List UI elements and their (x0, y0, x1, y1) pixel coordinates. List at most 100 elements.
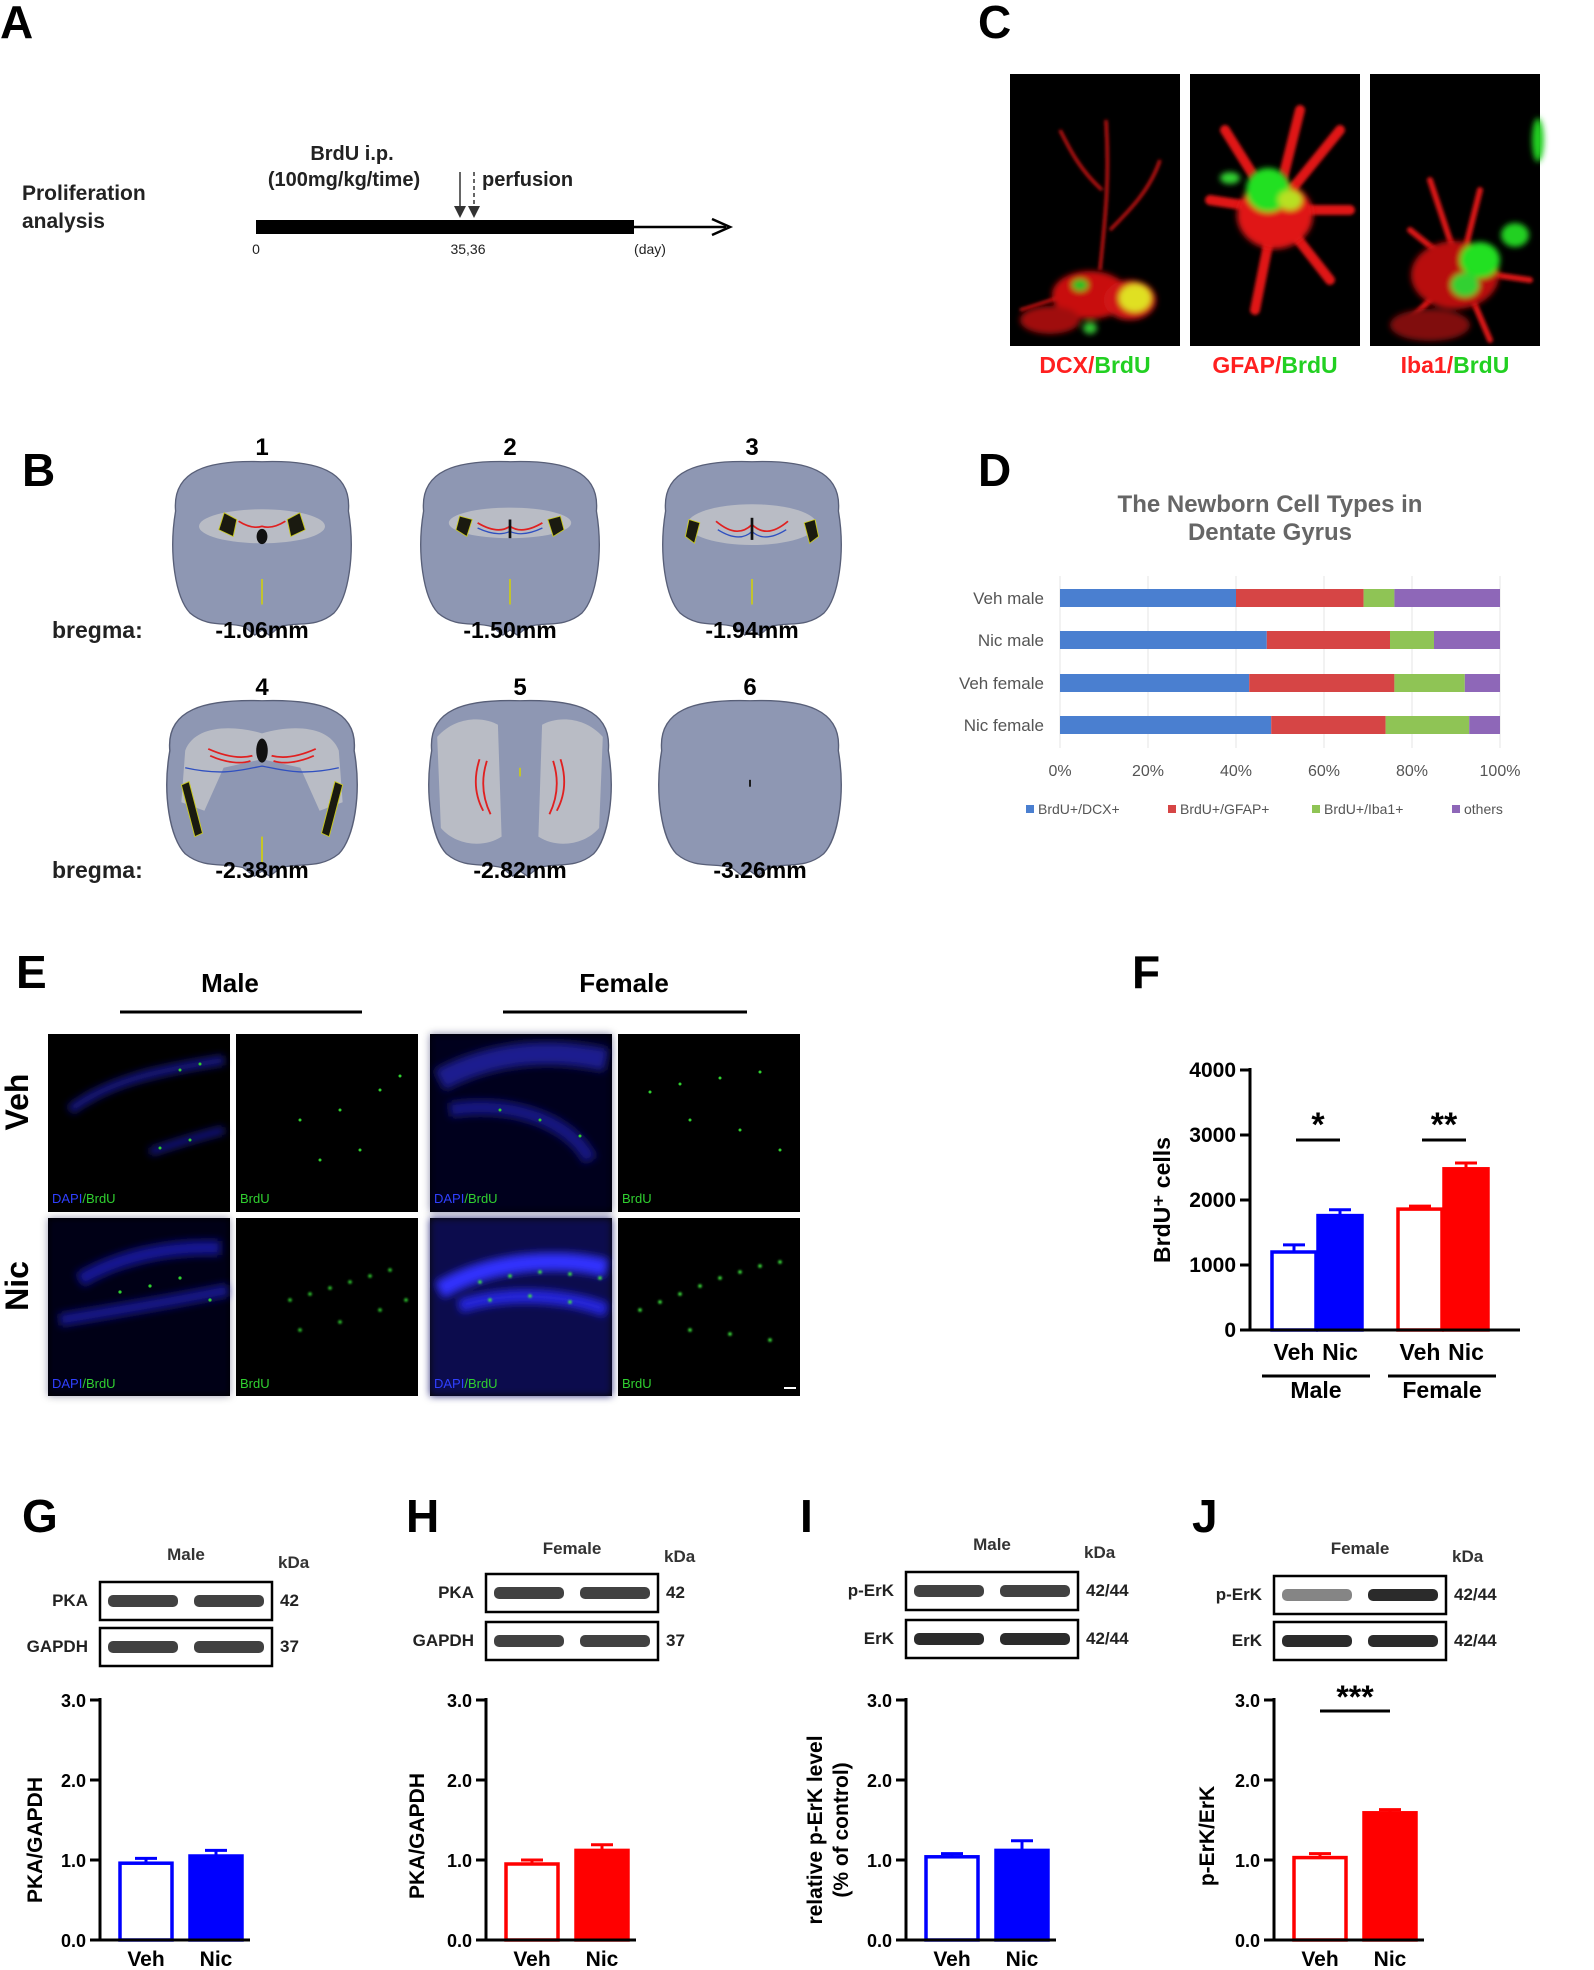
y-tick-label: 3.0 (61, 1691, 86, 1711)
bar-segment (1060, 674, 1250, 692)
blot-band (108, 1595, 178, 1607)
blot-title: Male (167, 1545, 205, 1564)
group-label-male: Male (201, 968, 259, 998)
perfusion-label: perfusion (482, 169, 573, 191)
image-tag: BrdU (622, 1376, 652, 1391)
tick-label: 0% (1048, 763, 1071, 780)
panel-c-confocal: DCX/BrdU GFAP/BrdU Iba1/BrdU (1010, 74, 1544, 378)
brain-section-1: 1 -1.06mm (172, 434, 352, 643)
blot-band (914, 1633, 984, 1645)
kda-value: 42 (666, 1583, 685, 1602)
bregma-label-bottom: bregma: (52, 857, 143, 883)
confocal-image-gfap (1190, 74, 1360, 346)
blot-band (1368, 1589, 1438, 1601)
confocal-image-dcx (1010, 74, 1180, 346)
y-tick-label: 0.0 (61, 1931, 86, 1951)
injection-label-2: (100mg/kg/time) (268, 169, 420, 191)
y-tick-label: 2.0 (1235, 1771, 1260, 1791)
section-number-1: 1 (255, 434, 268, 461)
row-label-veh: Veh (0, 1074, 35, 1131)
bar-segment (1385, 716, 1470, 734)
category-label: Nic male (978, 631, 1044, 650)
bregma-value-1: -1.06mm (215, 617, 308, 643)
kda-value: 37 (280, 1637, 299, 1656)
group-label: Male (1290, 1377, 1341, 1403)
y-tick-label: 2000 (1189, 1189, 1236, 1212)
blot-band (494, 1587, 564, 1599)
section-number-6: 6 (743, 674, 756, 701)
perfusion-arrowhead (468, 206, 480, 218)
category-label: Veh male (973, 589, 1044, 608)
y-tick-label: 0 (1224, 1319, 1236, 1342)
y-axis-label: PKA/GAPDH (24, 1777, 47, 1903)
micrograph-female-nic-brdu: BrdU (618, 1218, 800, 1396)
bar (1316, 1213, 1364, 1332)
x-tick-label: Veh (933, 1948, 970, 1970)
kda-value: 42/44 (1454, 1631, 1497, 1650)
blot-band (1282, 1635, 1352, 1647)
label-brdu: BrdU (1094, 352, 1150, 378)
y-axis-label: p-ErK/ErK (1196, 1786, 1219, 1886)
x-tick-label: Nic (1322, 1339, 1358, 1365)
tick-label: 20% (1132, 763, 1164, 780)
kda-value: 42/44 (1086, 1629, 1129, 1648)
bar-segment (1363, 589, 1395, 607)
y-tick-label: 3.0 (447, 1691, 472, 1711)
bar (924, 1855, 980, 1942)
timeline-arrow-icon (711, 217, 734, 237)
y-tick-label: 1.0 (867, 1851, 892, 1871)
kda-header: kDa (1452, 1547, 1484, 1566)
blot-band (108, 1641, 178, 1653)
bregma-value-5: -2.82mm (473, 857, 566, 883)
image-tag: DAPI/BrdU (434, 1191, 498, 1206)
legend-swatch (1452, 805, 1460, 813)
y-axis-label: relative p-ErK level (804, 1735, 827, 1924)
legend-swatch (1168, 805, 1176, 813)
kda-value: 42 (280, 1591, 299, 1610)
bar (1292, 1855, 1348, 1942)
bar (574, 1848, 630, 1942)
section-number-5: 5 (513, 674, 526, 701)
chart-title: Dentate Gyrus (1188, 519, 1352, 546)
blot-band (1368, 1635, 1438, 1647)
kda-header: kDa (278, 1553, 310, 1572)
blot-band (494, 1635, 564, 1647)
brain-section-4: 4 -2.38mm (166, 674, 358, 883)
y-tick-label: 4000 (1189, 1059, 1236, 1082)
significance-marker: ** (1431, 1106, 1458, 1144)
legend-swatch (1312, 805, 1320, 813)
bar (504, 1862, 560, 1942)
x-tick-label: Nic (586, 1948, 619, 1970)
micrograph-female-veh-brdu: BrdU (618, 1034, 800, 1212)
y-tick-label: 2.0 (867, 1771, 892, 1791)
x-tick-label: Veh (1301, 1948, 1338, 1970)
blot-row-label: p-ErK (848, 1581, 895, 1600)
bar-segment (1236, 589, 1364, 607)
x-tick-label: Nic (200, 1948, 233, 1970)
brain-section-3: 3 -1.94mm (662, 434, 842, 643)
micrograph-male-veh-brdu: BrdU (236, 1034, 418, 1212)
bar (118, 1861, 174, 1942)
bar-segment (1060, 589, 1236, 607)
y-axis-label: PKA/GAPDH (406, 1773, 429, 1899)
panel-b-brain-sections: bregma: bregma: 1 -1.06mm 2 (52, 434, 842, 883)
blot-band (1282, 1589, 1352, 1601)
blot-title: Female (1331, 1539, 1390, 1558)
blot-band (914, 1585, 984, 1597)
blot-title: Male (973, 1535, 1011, 1554)
blot-band (1000, 1633, 1070, 1645)
x-tick-label: Veh (1400, 1339, 1441, 1365)
row-label-nic: Nic (0, 1261, 35, 1311)
legend-label: BrdU+/Iba1+ (1324, 801, 1403, 817)
bar-segment (1271, 716, 1386, 734)
kda-header: kDa (1084, 1543, 1116, 1562)
y-tick-label: 0.0 (1235, 1931, 1260, 1951)
tick-label: 60% (1308, 763, 1340, 780)
bar-segment (1060, 716, 1272, 734)
bar (994, 1848, 1050, 1942)
group-label: Female (1402, 1377, 1481, 1403)
timeline-bar (256, 220, 634, 234)
